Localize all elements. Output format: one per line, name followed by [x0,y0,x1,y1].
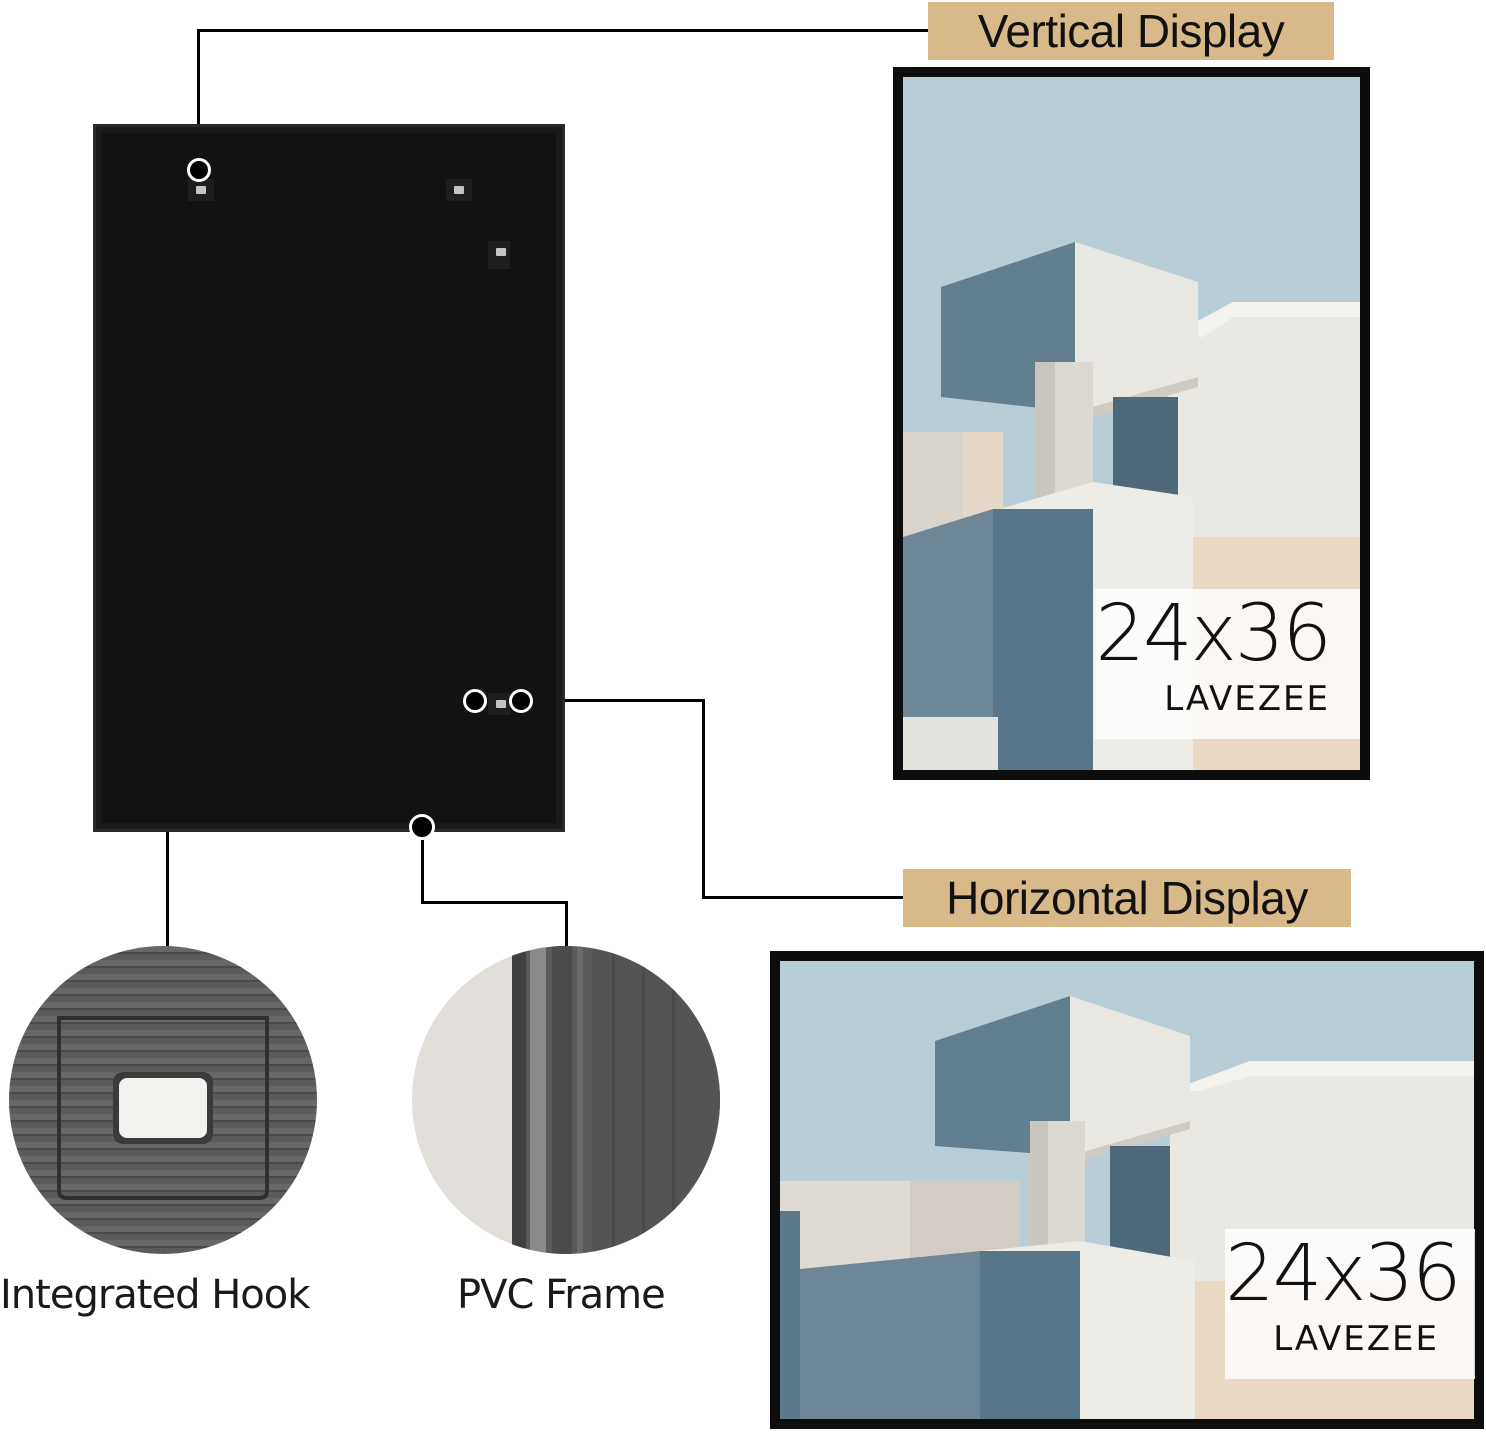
leader-frame-v2 [565,901,568,947]
marker-hook-right [509,689,533,713]
marker-hook-left [463,689,487,713]
hook-tab-top-right [446,179,472,201]
leader-vertical-v [197,29,200,161]
horizontal-size-badge: 24x36 LAVEZEE [1225,1229,1475,1379]
vertical-size-text: 24x36 [1095,589,1332,679]
hook-tab-side [488,241,510,269]
leader-horizontal-h1 [532,699,705,702]
marker-frame-edge [409,814,435,840]
marker-vertical-hook [187,158,211,182]
vertical-brand-text: LAVEZEE [1164,679,1330,719]
horizontal-brand-text: LAVEZEE [1273,1319,1439,1359]
leader-frame-h [421,901,568,904]
leader-vertical-h [197,29,929,32]
horizontal-display-label: Horizontal Display [903,869,1351,927]
vertical-size-badge: 24x36 LAVEZEE [1095,589,1360,739]
leader-horizontal-v [702,699,705,899]
hook-tab-top-left [188,179,214,201]
leader-frame-v1 [421,836,424,904]
hook-tab-bottom [488,693,510,715]
vertical-display: 24x36 LAVEZEE [893,67,1370,780]
frame-backing [93,124,565,832]
horizontal-display: 24x36 LAVEZEE [770,951,1484,1429]
pvc-frame-edge-icon [412,946,720,1254]
pvc-frame-caption: PVC Frame [457,1272,666,1318]
vertical-display-label: Vertical Display [928,2,1334,60]
integrated-hook-icon [9,946,317,1254]
horizontal-size-text: 24x36 [1225,1229,1462,1319]
integrated-hook-caption: Integrated Hook [0,1272,310,1318]
leader-horizontal-h2 [702,896,904,899]
